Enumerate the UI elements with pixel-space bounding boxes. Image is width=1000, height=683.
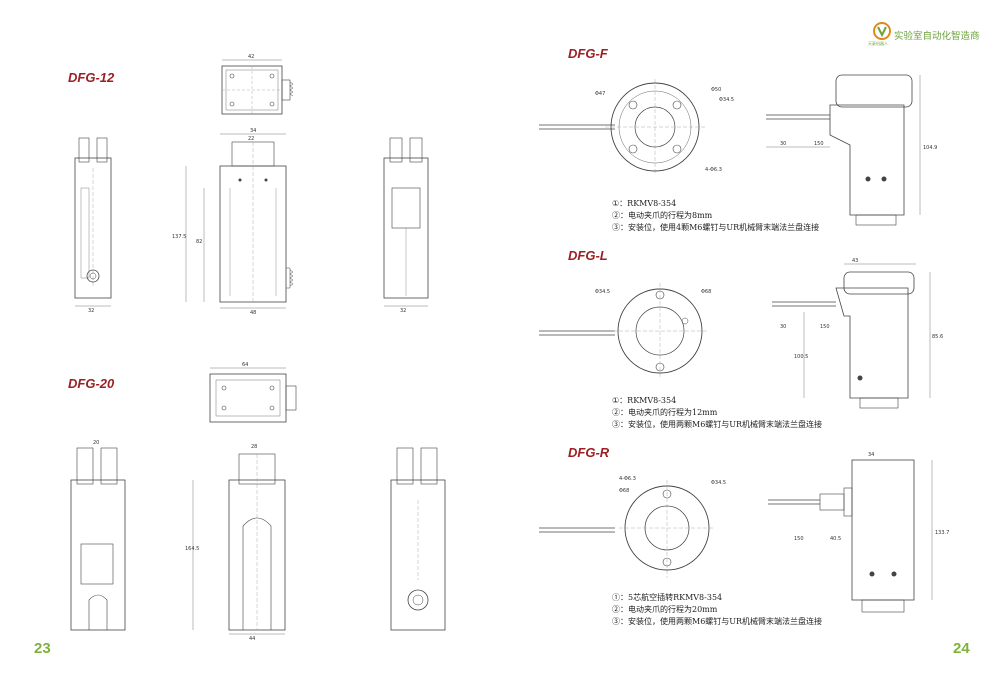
dim-22: 22 [248, 136, 254, 142]
dfgf-side-view: 30 150 104.9 [766, 74, 937, 226]
dim-150-l: 150 [820, 324, 830, 330]
dim-1337: 133.7 [935, 530, 949, 536]
dfg20-right-view [390, 447, 446, 631]
dfg12-right-view: 32 [383, 137, 429, 314]
dim-48: 48 [250, 310, 256, 316]
dim-1005: 100.5 [794, 354, 808, 360]
dfgr-front-view: 4-Φ6.3 Φ68 Φ34.5 [539, 476, 726, 578]
dim-47: Φ47 [595, 91, 605, 97]
dim-64: 64 [242, 362, 248, 368]
dfg20-left-view: 20 [70, 440, 126, 631]
dim-405: 40.5 [830, 536, 841, 542]
brand-logo [872, 22, 892, 42]
dfg12-front-view: 34 22 48 137.5 82 [172, 128, 294, 316]
dim-1645: 164.5 [185, 546, 199, 552]
title-dfgl: DFG-L [568, 248, 608, 263]
dfgr-side-view: 34 133.7 150 40.5 [768, 452, 949, 613]
dim-68: Φ68 [701, 289, 711, 295]
dfgl-note-2: ②：电动夹爪的行程为12mm [612, 408, 718, 417]
dim-150-r: 150 [794, 536, 804, 542]
dim-32: 32 [88, 308, 94, 314]
title-dfgf: DFG-F [568, 46, 608, 61]
page-number-left: 23 [34, 640, 51, 657]
dim-30-l: 30 [780, 324, 786, 330]
title-dfg12: DFG-12 [68, 70, 115, 85]
dim-32b: 32 [400, 308, 406, 314]
dim-345: Φ34.5 [719, 97, 734, 103]
dfg20-front-view: 44 28 164.5 [185, 444, 286, 642]
dfg12-top-view: 42 [221, 54, 294, 115]
dfg20-top-view: 64 [209, 362, 297, 423]
dim-150: 150 [814, 141, 824, 147]
dim-20: 20 [93, 440, 99, 446]
dfgl-side-view: 43 100.5 85.6 30 150 [772, 258, 943, 409]
dim-1049: 104.9 [923, 145, 937, 151]
dim-44: 44 [249, 636, 255, 642]
dfgl-note-3: ③：安装位，使用两颗M6螺钉与UR机械臂末端法兰盘连接 [612, 420, 823, 429]
brand-tagline: 实验室自动化智造商 [894, 31, 980, 42]
dim-663-r: 4-Φ6.3 [619, 476, 636, 482]
dfgf-note-2: ②：电动夹爪的行程为8mm [612, 211, 713, 220]
dim-68-r: Φ68 [619, 488, 629, 494]
dfgf-note-3: ③：安装位，使用4颗M6螺钉与UR机械臂末端法兰盘连接 [612, 223, 820, 232]
dim-34-r: 34 [868, 452, 874, 458]
title-dfgr: DFG-R [568, 445, 610, 460]
dfgl-note-1: ①：RKMV8-354 [612, 396, 677, 405]
dim-1375: 137.5 [172, 234, 186, 240]
title-dfg20: DFG-20 [68, 376, 115, 391]
dim-42: 42 [248, 54, 254, 60]
dim-50: Φ50 [711, 87, 721, 93]
dim-30: 30 [780, 141, 786, 147]
dfg12-left-view: 32 [74, 137, 112, 314]
dim-345-l: Φ34.5 [595, 289, 610, 295]
page-number-right: 24 [953, 640, 970, 657]
dfgf-front-view: Φ47 Φ50 Φ34.5 4-Φ6.3 [539, 79, 734, 175]
dim-345-r: Φ34.5 [711, 480, 726, 486]
dfgr-note-1: ①：5芯航空插转RKMV8-354 [612, 593, 723, 602]
dfgl-front-view: Φ34.5 Φ68 [539, 283, 711, 379]
logo-caption: 天豪机器人 [868, 41, 888, 46]
dim-856: 85.6 [932, 334, 943, 340]
dfgr-note-2: ②：电动夹爪的行程为20mm [612, 605, 718, 614]
dfgf-note-1: ①：RKMV8-354 [612, 199, 677, 208]
dim-43: 43 [852, 258, 858, 264]
dfgr-note-3: ③：安装位，使用两颗M6螺钉与UR机械臂末端法兰盘连接 [612, 617, 823, 626]
dim-34: 34 [250, 128, 256, 134]
dim-663: 4-Φ6.3 [705, 167, 722, 173]
dim-28: 28 [251, 444, 257, 450]
logo-icon [873, 22, 891, 40]
dim-82: 82 [196, 239, 202, 245]
